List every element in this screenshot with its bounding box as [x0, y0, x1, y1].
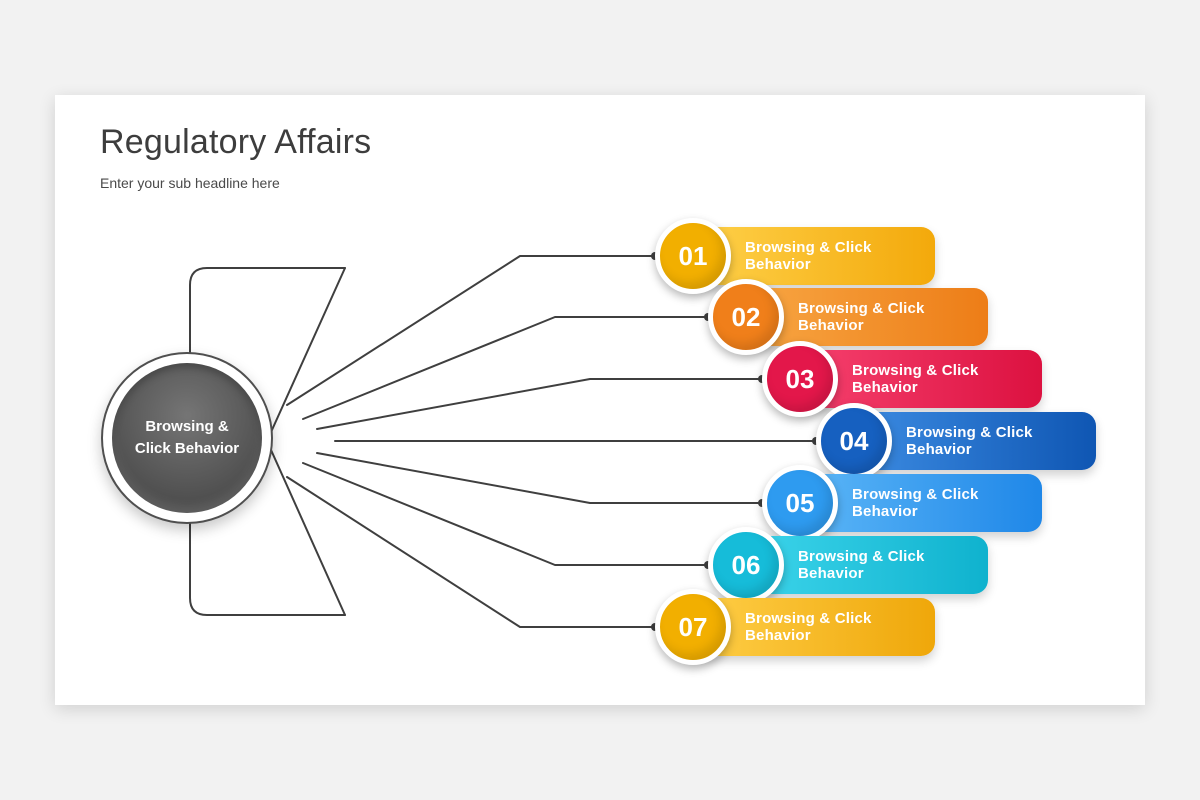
item-number-badge: 03 — [762, 341, 838, 417]
item-number: 02 — [731, 301, 761, 332]
item-label: Browsing & Click Behavior — [852, 486, 979, 520]
item-label: Browsing & Click Behavior — [798, 300, 925, 334]
item-row-01: Browsing & Click Behavior 01 — [655, 218, 945, 294]
connector-6 — [302, 462, 709, 566]
connector-1 — [286, 255, 656, 406]
connector-5 — [316, 452, 763, 504]
item-number: 03 — [785, 363, 815, 394]
item-label: Browsing & Click Behavior — [852, 362, 979, 396]
item-number-badge: 02 — [708, 279, 784, 355]
item-label: Browsing & Click Behavior — [745, 239, 872, 273]
connector-3 — [316, 378, 763, 430]
hub-label: Browsing & Click Behavior — [134, 418, 240, 457]
hub-circle: Browsing & Click Behavior — [101, 352, 273, 524]
item-number: 07 — [678, 611, 708, 642]
item-label: Browsing & Click Behavior — [745, 610, 872, 644]
slide-canvas: Regulatory Affairs Enter your sub headli… — [55, 95, 1145, 705]
item-number-badge: 04 — [816, 403, 892, 479]
item-row-05: Browsing & Click Behavior 05 — [762, 465, 1052, 541]
item-number: 06 — [731, 549, 761, 580]
item-label: Browsing & Click Behavior — [798, 548, 925, 582]
connector-7 — [286, 476, 656, 628]
slide-subtitle: Enter your sub headline here — [100, 175, 280, 191]
arrow-chevron — [266, 267, 346, 616]
slide-header: Regulatory Affairs Enter your sub headli… — [100, 123, 371, 191]
slide-title: Regulatory Affairs — [100, 123, 372, 161]
item-row-07: Browsing & Click Behavior 07 — [655, 589, 945, 665]
item-row-04: Browsing & Click Behavior 04 — [816, 403, 1106, 479]
connector-2 — [302, 316, 709, 420]
item-number-badge: 01 — [655, 218, 731, 294]
item-row-02: Browsing & Click Behavior 02 — [708, 279, 998, 355]
item-row-06: Browsing & Click Behavior 06 — [708, 527, 998, 603]
item-number: 04 — [839, 425, 869, 456]
item-number-badge: 07 — [655, 589, 731, 665]
item-number: 01 — [678, 240, 708, 271]
hub-disc: Browsing & Click Behavior — [112, 363, 262, 513]
item-row-03: Browsing & Click Behavior 03 — [762, 341, 1052, 417]
item-label: Browsing & Click Behavior — [906, 424, 1033, 458]
item-number: 05 — [785, 487, 815, 518]
item-number-badge: 05 — [762, 465, 838, 541]
